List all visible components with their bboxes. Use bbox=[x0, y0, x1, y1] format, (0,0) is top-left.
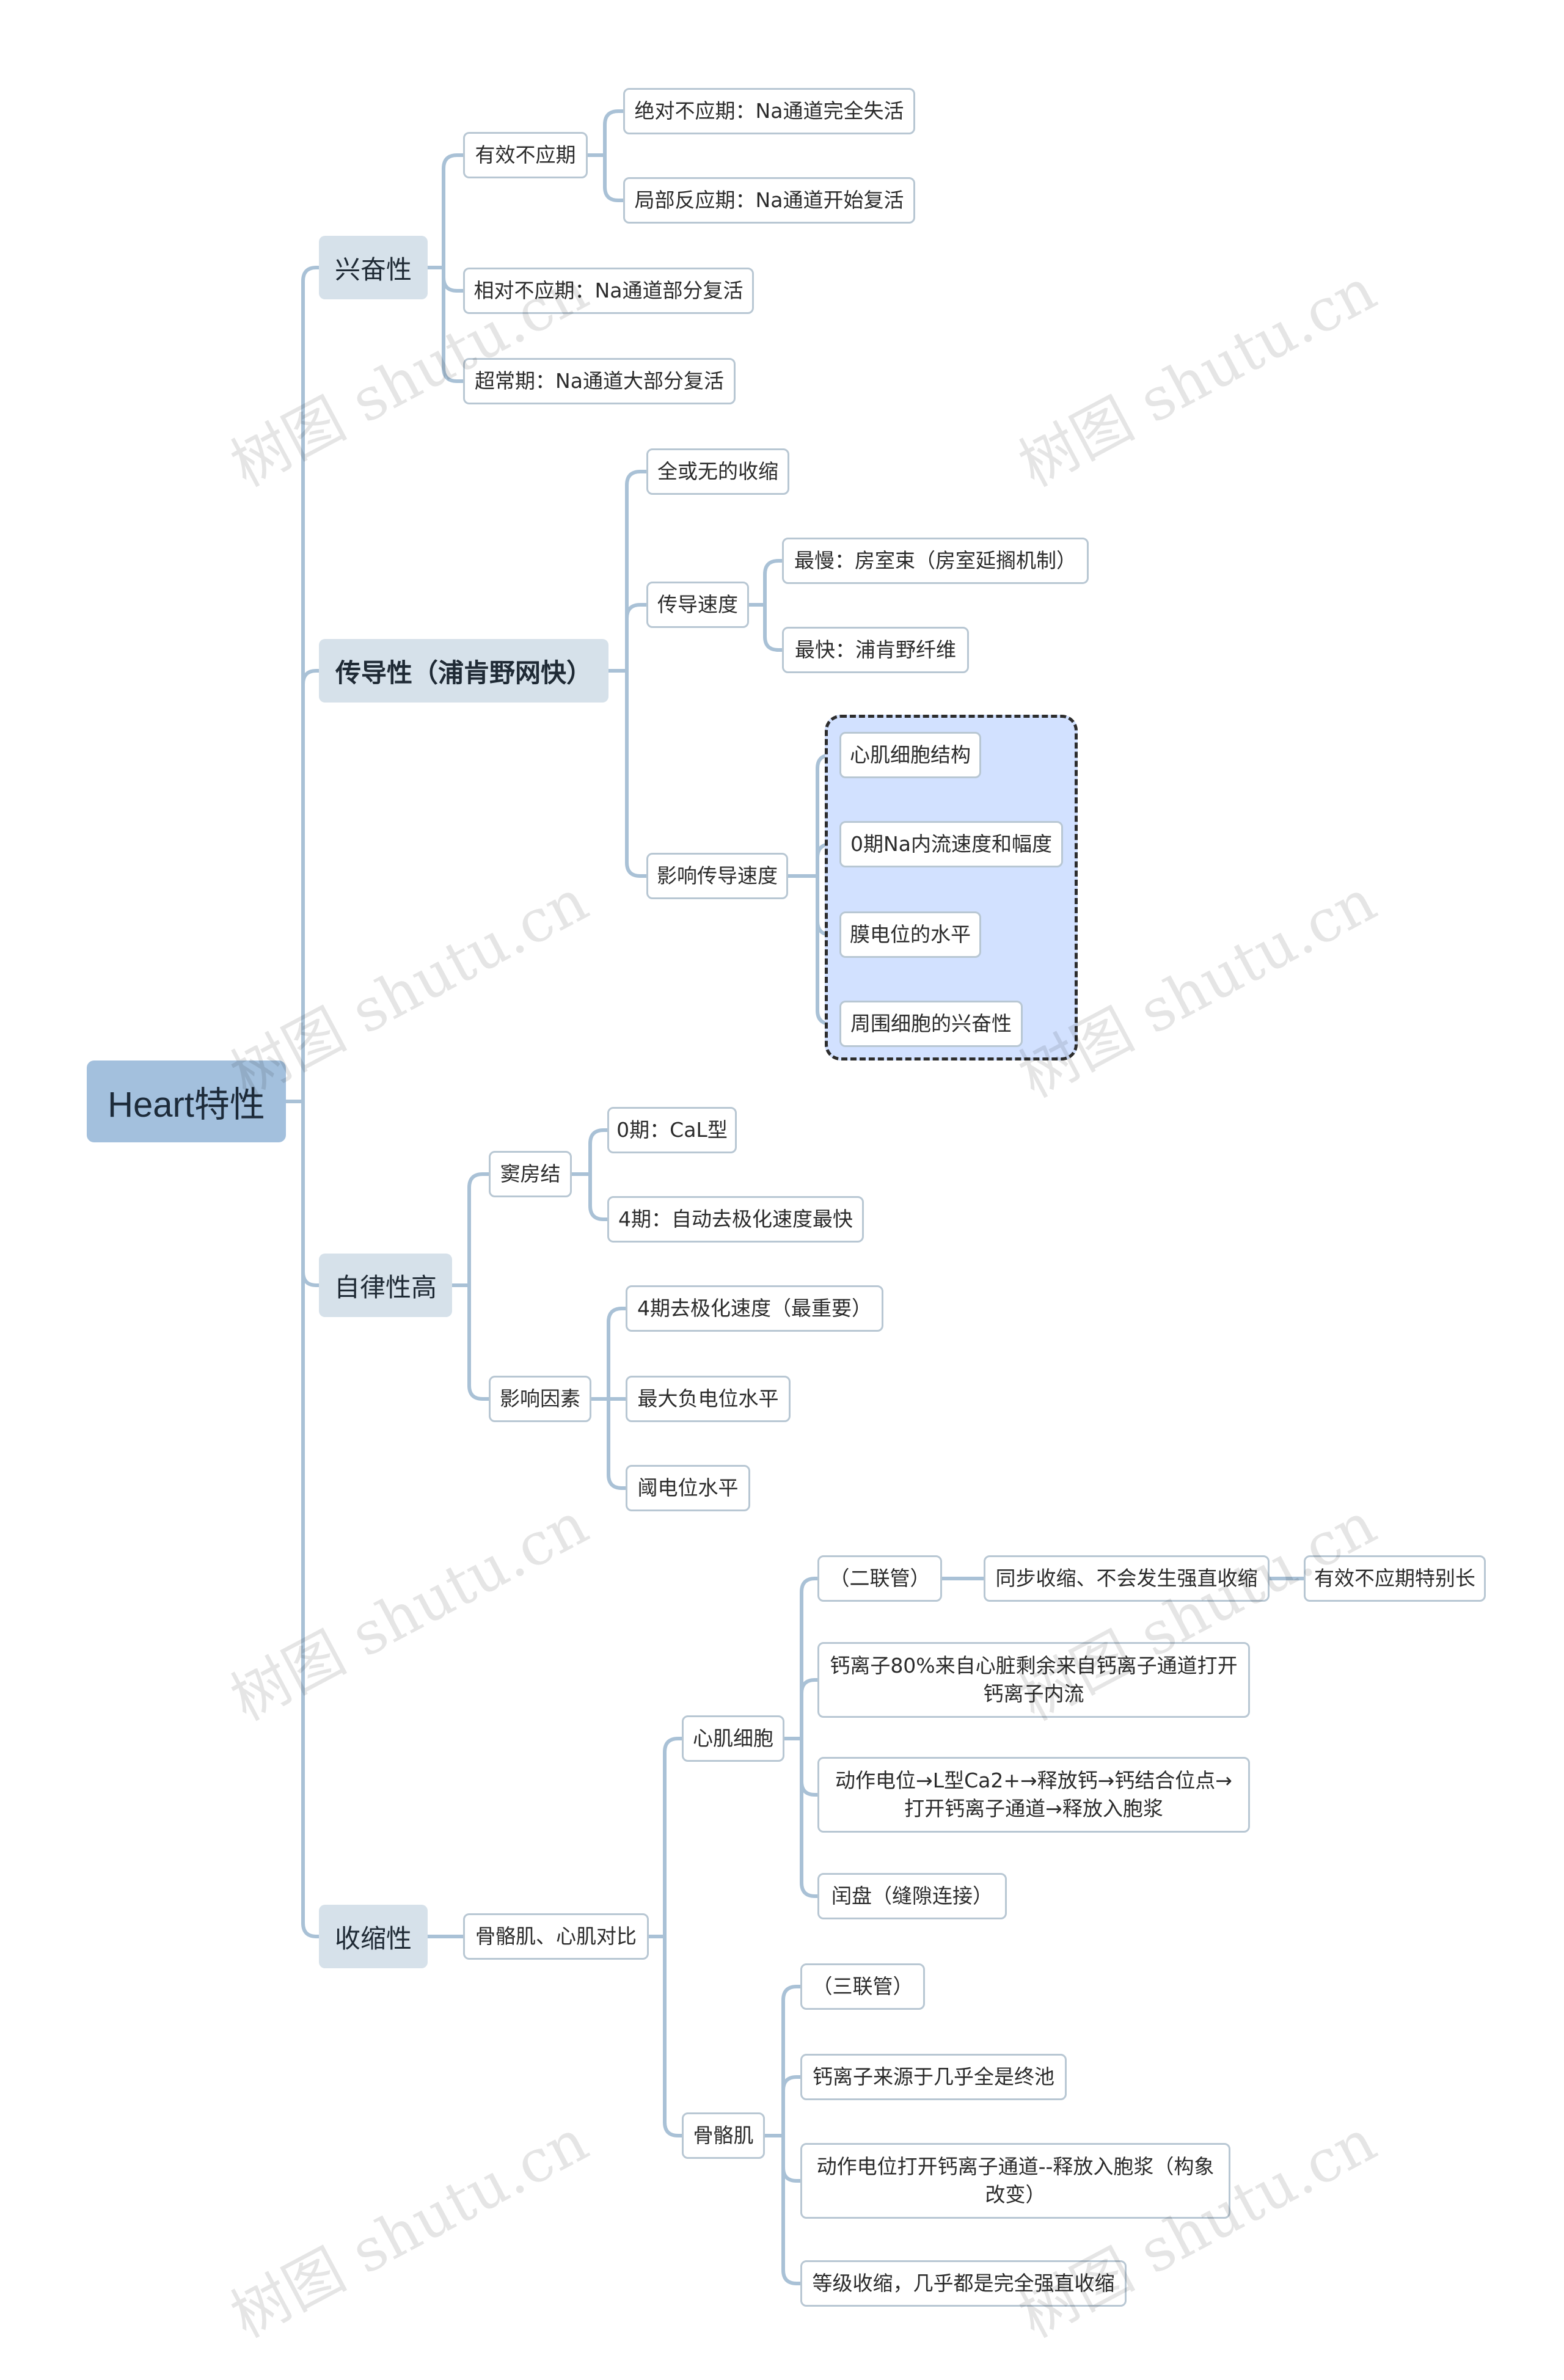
connector-line bbox=[301, 266, 319, 1101]
connector-line bbox=[800, 1739, 817, 1797]
connector-line bbox=[301, 1101, 319, 1287]
connector-line bbox=[763, 605, 782, 652]
node-conduction-speed[interactable]: 传导速度 bbox=[646, 582, 749, 628]
node-ap-cascade-cardiac[interactable]: 动作电位→L型Ca2+→释放钙→钙结合位点→打开钙离子通道→释放入胞浆 bbox=[817, 1757, 1250, 1833]
connector-line bbox=[781, 2136, 800, 2183]
node-phase0-na[interactable]: 0期Na内流速度和幅度 bbox=[839, 821, 1063, 867]
branch-automaticity[interactable]: 自律性高 bbox=[319, 1254, 452, 1317]
branch-contractility[interactable]: 收缩性 bbox=[319, 1905, 428, 1968]
node-cardiac[interactable]: 心肌细胞 bbox=[682, 1715, 784, 1762]
node-slowest[interactable]: 最慢：房室束（房室延搁机制） bbox=[782, 538, 1089, 584]
node-graded-contraction[interactable]: 等级收缩，几乎都是完全强直收缩 bbox=[800, 2260, 1127, 2307]
node-max-negative[interactable]: 最大负电位水平 bbox=[626, 1376, 791, 1422]
node-conduction-factors[interactable]: 影响传导速度 bbox=[646, 853, 788, 899]
connector-line bbox=[781, 1985, 800, 2136]
connector-line bbox=[301, 669, 319, 1101]
connector-line bbox=[800, 1739, 817, 1898]
connector-line bbox=[442, 268, 463, 383]
branch-conduction[interactable]: 传导性（浦肯野网快） bbox=[319, 639, 608, 703]
node-triad[interactable]: （三联管） bbox=[800, 1963, 925, 2010]
node-ap-cascade-skeletal[interactable]: 动作电位打开钙离子通道--释放入胞浆（构象改变） bbox=[800, 2143, 1230, 2219]
connector-line bbox=[625, 671, 646, 878]
node-long-erp[interactable]: 有效不应期特别长 bbox=[1304, 1555, 1486, 1602]
connector-line bbox=[442, 153, 463, 268]
connector-line bbox=[467, 1285, 489, 1401]
node-erp[interactable]: 有效不应期 bbox=[463, 132, 588, 178]
connector-line bbox=[781, 2075, 800, 2136]
node-threshold[interactable]: 阈电位水平 bbox=[626, 1465, 750, 1511]
node-phase4-fastest[interactable]: 4期：自动去极化速度最快 bbox=[607, 1196, 864, 1243]
node-absolute-refractory[interactable]: 绝对不应期：Na通道完全失活 bbox=[623, 88, 915, 134]
connector-line bbox=[800, 1577, 817, 1739]
node-phase4-rate[interactable]: 4期去极化速度（最重要） bbox=[626, 1285, 883, 1332]
connector-line bbox=[588, 1128, 607, 1174]
connector-line bbox=[467, 1172, 489, 1285]
node-diad[interactable]: （二联管） bbox=[817, 1555, 942, 1602]
connector-line bbox=[625, 603, 646, 671]
node-calcium-source-cardiac[interactable]: 钙离子80%来自心脏剩余来自钙离子通道打开钙离子内流 bbox=[817, 1642, 1250, 1718]
connector-line bbox=[588, 1174, 607, 1221]
node-supernormal[interactable]: 超常期：Na通道大部分复活 bbox=[463, 358, 736, 404]
node-surrounding-cells[interactable]: 周围细胞的兴奋性 bbox=[839, 1001, 1023, 1047]
connector-line bbox=[663, 1737, 682, 1936]
node-relative-refractory[interactable]: 相对不应期：Na通道部分复活 bbox=[463, 268, 754, 314]
connector-line bbox=[607, 1399, 626, 1490]
node-membrane-potential[interactable]: 膜电位的水平 bbox=[839, 911, 981, 958]
connector-line bbox=[301, 1101, 319, 1938]
node-automaticity-factors[interactable]: 影响因素 bbox=[489, 1376, 591, 1422]
connector-line bbox=[603, 155, 623, 202]
node-sync-contraction[interactable]: 同步收缩、不会发生强直收缩 bbox=[984, 1555, 1270, 1602]
connector-line bbox=[607, 1307, 626, 1399]
node-intercalated-disc[interactable]: 闰盘（缝隙连接） bbox=[817, 1873, 1007, 1919]
node-calcium-source-skeletal[interactable]: 钙离子来源于几乎全是终池 bbox=[800, 2054, 1067, 2100]
node-myocardial-structure[interactable]: 心肌细胞结构 bbox=[839, 732, 981, 778]
connector-line bbox=[625, 470, 646, 671]
node-fastest[interactable]: 最快：浦肯野纤维 bbox=[782, 627, 969, 673]
connector-line bbox=[781, 2136, 800, 2285]
node-sa-node[interactable]: 窦房结 bbox=[489, 1151, 572, 1197]
root-node[interactable]: Heart特性 bbox=[87, 1060, 286, 1142]
node-skeletal[interactable]: 骨骼肌 bbox=[682, 2112, 765, 2159]
node-local-response[interactable]: 局部反应期：Na通道开始复活 bbox=[623, 177, 915, 224]
connector-line bbox=[442, 268, 463, 293]
node-all-or-none[interactable]: 全或无的收缩 bbox=[646, 448, 789, 495]
node-phase0-cal[interactable]: 0期：CaL型 bbox=[607, 1107, 737, 1153]
node-compare[interactable]: 骨骼肌、心肌对比 bbox=[463, 1913, 649, 1960]
branch-excitability[interactable]: 兴奋性 bbox=[319, 236, 428, 299]
connector-line bbox=[663, 1936, 682, 2137]
connector-line bbox=[763, 559, 782, 605]
connector-line bbox=[603, 109, 623, 155]
connector-line bbox=[800, 1678, 817, 1739]
